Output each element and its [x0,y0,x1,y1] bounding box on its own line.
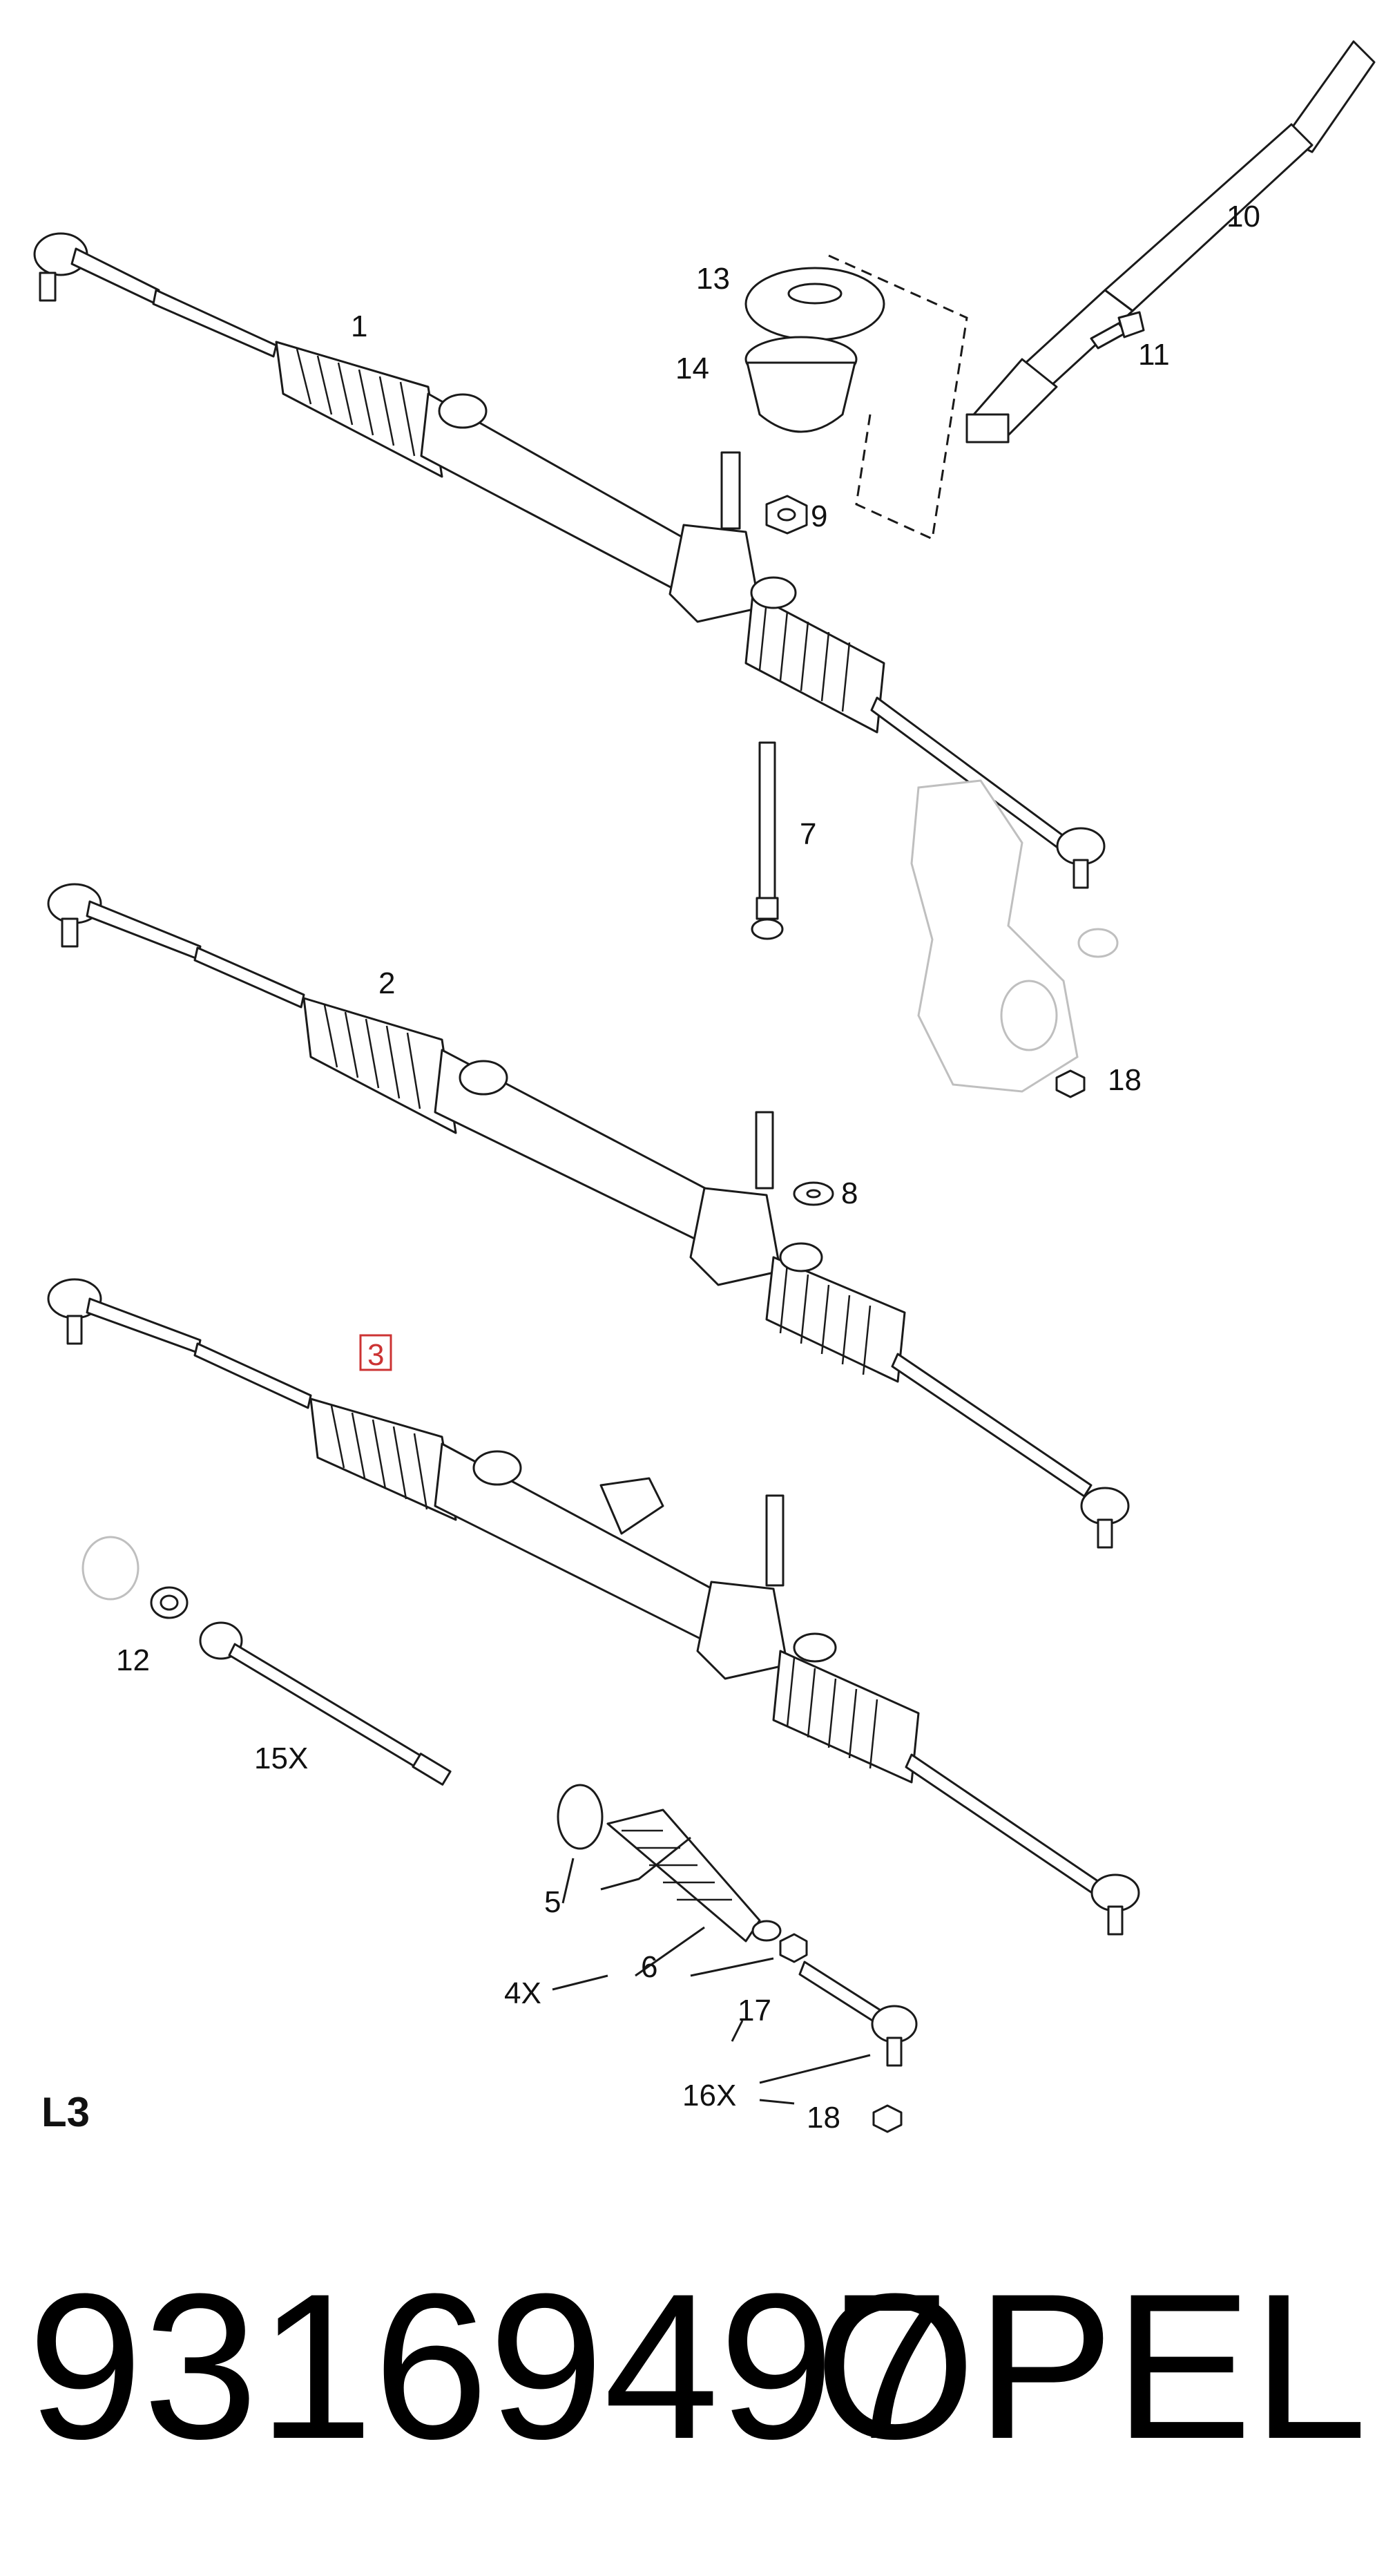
steering-knuckle-faint [910,779,1119,1093]
brand-name: OPEL [814,2250,1367,2482]
callout-2: 2 [378,966,395,1000]
callout-17: 17 [738,1994,771,2028]
nut-17 [779,1933,808,1963]
intermediate-shaft-10 [965,40,1376,443]
nut-18-upper [1055,1069,1086,1098]
callout-7: 7 [800,817,816,851]
steering-rack-1 [33,232,1106,889]
callout-5: 5 [544,1885,561,1919]
leader-dashed-13-to-10 [828,254,968,541]
callout-1: 1 [351,309,367,343]
clip-6 [751,1920,782,1942]
callout-14: 14 [675,352,709,385]
dust-cover-13 [744,267,885,341]
nut-18-lower [872,2104,903,2133]
bellows-4x [606,1809,761,1943]
callout-9: 9 [811,499,827,533]
callout-15x: 15X [254,1742,308,1775]
callout-16x: 16X [682,2079,736,2112]
nut-9 [765,495,808,535]
callout-3: 3 [367,1338,384,1372]
inner-tie-rod-15x [199,1621,452,1786]
callout-4x: 4X [504,1976,541,2010]
steering-rack-2 [47,883,1130,1549]
steering-rack-exploded-view: 1 2 3 4X 5 6 7 8 9 10 11 12 13 14 15X 16… [33,40,1376,2135]
leader-lines [552,1836,871,2105]
part-footer: 93169497 OPEL [0,2252,1395,2480]
washer-8 [793,1181,834,1206]
callout-13: 13 [696,262,730,296]
callout-3-highlight [359,1334,392,1371]
callout-18-lower: 18 [807,2101,840,2135]
callout-8: 8 [841,1176,858,1210]
callout-10: 10 [1226,200,1260,233]
callout-6: 6 [641,1950,657,1984]
callout-12: 12 [116,1643,150,1677]
ring-12 [81,1536,189,1619]
part-number: 93169497 [28,2250,950,2482]
callout-11: 11 [1138,338,1170,372]
callout-18-upper: 18 [1108,1063,1142,1097]
tie-rod-end-16x [798,1960,918,2067]
bolt-11 [1090,311,1145,350]
clamp-5 [557,1784,604,1850]
section-label: L3 [41,2089,90,2135]
bolt-7 [751,741,784,940]
seal-boot-14 [744,336,858,433]
steering-rack-3 [47,1278,1140,1936]
